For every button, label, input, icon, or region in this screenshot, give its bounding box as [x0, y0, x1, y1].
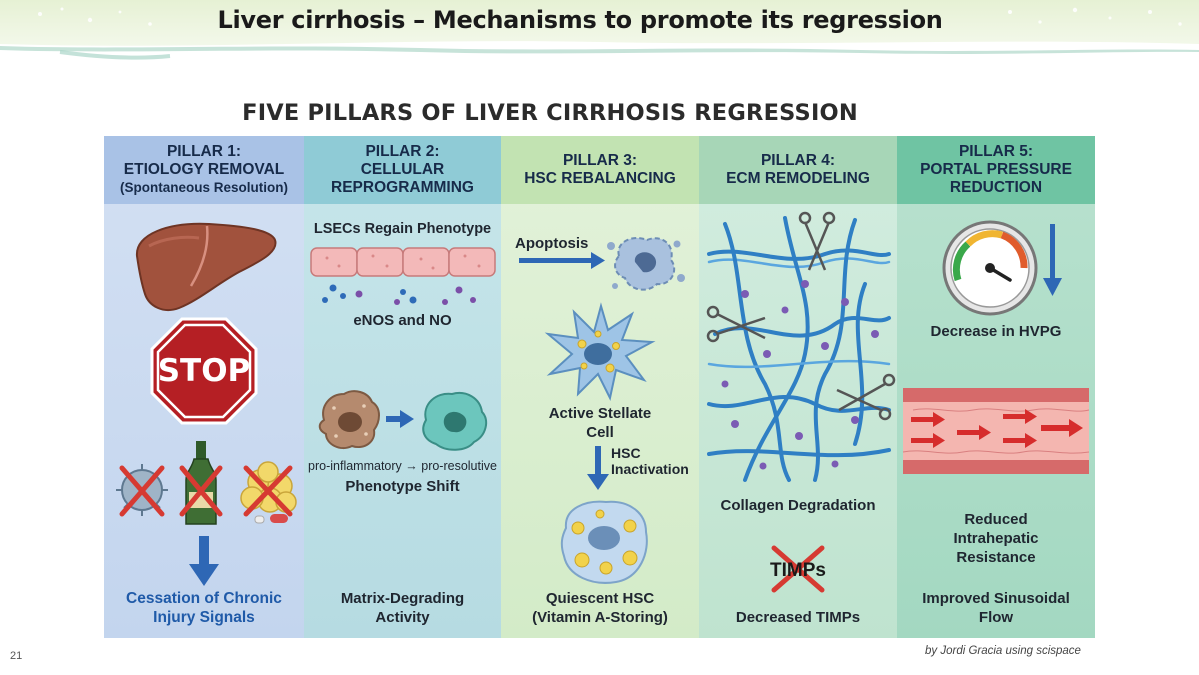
- pillar-1-name: ETIOLOGY REMOVAL: [123, 161, 285, 178]
- slide-number: 21: [10, 650, 23, 662]
- active-stellate-cell-icon: [544, 302, 656, 401]
- pro-inflammatory-macrophage-icon: [318, 390, 380, 450]
- pillar-5-number: PILLAR 5:: [958, 143, 1034, 160]
- pillar-5-name: PORTAL PRESSURE: [920, 161, 1072, 178]
- pillar-5-header: PILLAR 5: PORTAL PRESSURE REDUCTION: [897, 136, 1095, 204]
- credit-text: by Jordi Gracia using scispace: [925, 645, 1081, 657]
- active-stellate-label: Active Stellate Cell: [548, 405, 652, 441]
- collagen-fibers-icon: [706, 211, 896, 482]
- down-arrow-icon: [587, 446, 609, 490]
- pillar-1-footer: Cessation of Chronic Injury Signals: [126, 590, 282, 626]
- pillar-4-name: ECM REMODELING: [726, 170, 870, 187]
- fat-cells-icon: [240, 461, 297, 513]
- pillar-3-header: PILLAR 3: HSC REBALANCING: [501, 136, 699, 204]
- enos-no-label: eNOS and NO: [353, 312, 452, 329]
- down-arrow-icon: [189, 536, 219, 586]
- pillar-4-number: PILLAR 4:: [760, 152, 836, 169]
- pillar-3-name: HSC REBALANCING: [524, 170, 676, 187]
- stop-sign-text: STOP: [157, 353, 251, 389]
- reduced-resistance-label: Reduced Intrahepatic Resistance: [953, 511, 1039, 566]
- banner-background: [0, 0, 1199, 62]
- phenotype-shift-small-label: pro-inflammatory → pro-resolutive: [308, 459, 497, 473]
- title-banner: Liver cirrhosis – Mechanisms to promote …: [0, 0, 1199, 62]
- pressure-gauge-icon: [942, 220, 1062, 316]
- pillar-2-name: CELLULAR: [360, 161, 445, 178]
- pillar-3-footer: Quiescent HSC (Vitamin A-Storing): [532, 590, 668, 626]
- lsec-label: LSECs Regain Phenotype: [313, 221, 492, 237]
- macrophage-shift-icon: [318, 390, 488, 451]
- down-arrow-icon: [1043, 224, 1062, 296]
- pillar-4-footer: Decreased TIMPs: [735, 609, 861, 626]
- pillar-1: PILLAR 1: ETIOLOGY REMOVAL (Spontaneous …: [104, 136, 304, 638]
- pill-icon: [254, 514, 288, 524]
- apoptotic-cell-icon: [519, 237, 685, 291]
- quiescent-hsc-icon: [560, 500, 648, 584]
- crossed-risk-factors: [116, 441, 297, 525]
- pillar-4-header: PILLAR 4: ECM REMODELING: [699, 136, 897, 204]
- timps-cross-icon: [771, 545, 825, 593]
- pillar-2-name-cont: REPROGRAMMING: [331, 179, 474, 196]
- collagen-degradation-label: Collagen Degradation: [720, 497, 876, 514]
- pillar-5-name-cont: REDUCTION: [949, 179, 1043, 196]
- endothelial-cells-icon: [310, 247, 496, 305]
- pillar-2-header: PILLAR 2: CELLULAR REPROGRAMMING: [304, 136, 501, 204]
- pillar-3-number: PILLAR 3:: [562, 152, 638, 169]
- pillar-1-subtitle: (Spontaneous Resolution): [120, 180, 288, 195]
- stop-sign-icon: [150, 317, 258, 425]
- right-arrow-icon: [386, 410, 414, 428]
- sinusoid-vessel-icon: [902, 388, 1090, 474]
- alcohol-bottle-icon: [185, 441, 217, 525]
- pillar-2-footer: Matrix-Degrading Activity: [340, 590, 465, 626]
- pillar-4: PILLAR 4: ECM REMODELING: [699, 136, 897, 638]
- pillar-3: PILLAR 3: HSC REBALANCING Apoptosis Acti…: [501, 136, 699, 638]
- pillars-panel: PILLAR 1: ETIOLOGY REMOVAL (Spontaneous …: [104, 136, 1095, 638]
- apoptosis-label: Apoptosis: [515, 235, 589, 252]
- pillar-1-header: PILLAR 1: ETIOLOGY REMOVAL (Spontaneous …: [104, 136, 304, 204]
- pro-resolutive-macrophage-icon: [422, 392, 488, 451]
- figure-title: FIVE PILLARS OF LIVER CIRRHOSIS REGRESSI…: [242, 100, 858, 126]
- pillar-5-footer: Improved Sinusoidal Flow: [922, 590, 1070, 626]
- pillar-1-number: PILLAR 1:: [166, 143, 242, 160]
- slide-title: Liver cirrhosis – Mechanisms to promote …: [217, 6, 943, 34]
- right-arrow-icon: [519, 252, 605, 269]
- liver-icon: [135, 222, 277, 312]
- scissors-icon: [706, 211, 896, 421]
- cross-marks: [119, 465, 293, 517]
- pillar-5: PILLAR 5: PORTAL PRESSURE REDUCTION Decr…: [897, 136, 1095, 638]
- hsc-inactivation-label: HSC Inactivation: [611, 445, 689, 477]
- pillar-2-number: PILLAR 2:: [365, 143, 440, 160]
- timps-icon-text: TIMPs: [770, 560, 826, 581]
- pillar-2: PILLAR 2: CELLULAR REPROGRAMMING LSECs R…: [304, 136, 501, 638]
- phenotype-shift-label: Phenotype Shift: [345, 478, 460, 495]
- hvpg-label: Decrease in HVPG: [930, 323, 1062, 340]
